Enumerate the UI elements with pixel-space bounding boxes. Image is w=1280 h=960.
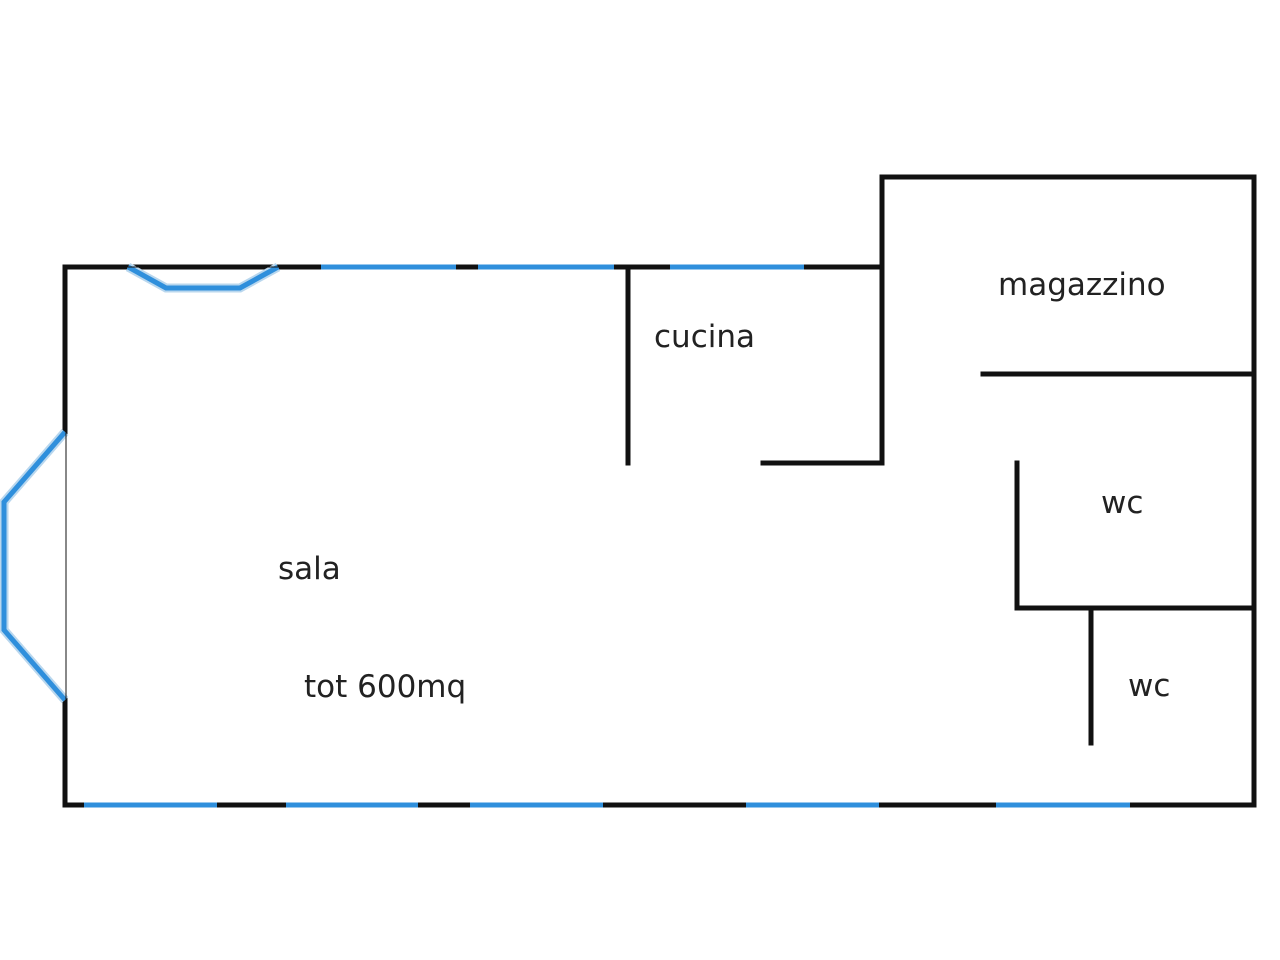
label-total-area: tot 600mq bbox=[304, 669, 466, 705]
left-bay-window bbox=[0, 429, 69, 703]
label-wc-upper: wc bbox=[1101, 485, 1143, 521]
label-magazzino: magazzino bbox=[998, 267, 1166, 303]
label-cucina: cucina bbox=[654, 319, 755, 355]
label-wc-lower: wc bbox=[1128, 668, 1170, 704]
top-bay-window bbox=[125, 263, 281, 293]
label-sala: sala bbox=[278, 551, 341, 587]
interior-walls bbox=[625, 264, 1257, 746]
